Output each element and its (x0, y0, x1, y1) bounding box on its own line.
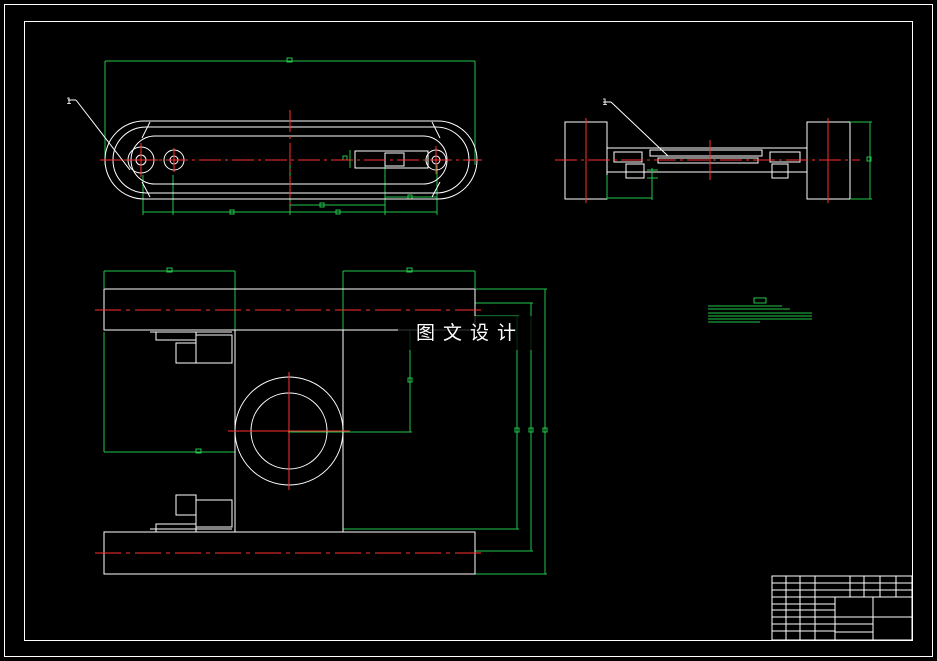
watermark-backdrop (398, 316, 538, 350)
top-view-part-label: 1 (66, 97, 72, 107)
side-view-part-label: 1 (602, 98, 608, 108)
title-block (771, 575, 913, 641)
track-top-view: 1 (66, 57, 482, 215)
watermark-text: 图文设计 (415, 322, 524, 344)
side-view: 1 (555, 98, 872, 203)
plan-view (95, 267, 548, 575)
technical-notes-block (708, 297, 812, 323)
outer-frame (4, 4, 933, 657)
inner-frame (24, 21, 913, 641)
